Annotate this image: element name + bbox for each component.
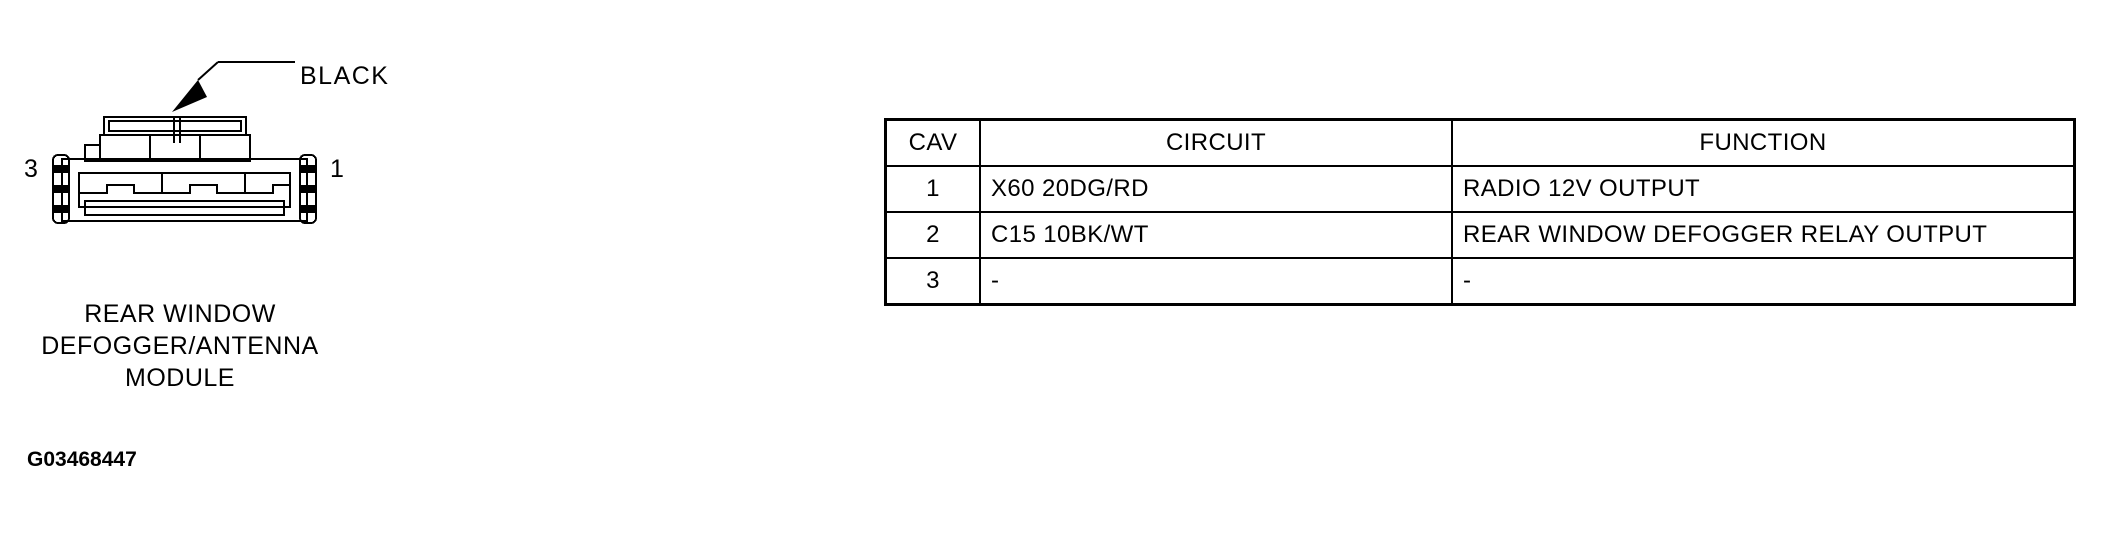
callout-label-black: BLACK: [300, 62, 390, 90]
callout-leader-line: [172, 61, 295, 112]
cell-circuit: -: [979, 257, 1453, 306]
pin-number-right: 1: [330, 155, 344, 183]
connector-name-line-3: MODULE: [125, 364, 235, 392]
column-header-function: FUNCTION: [1451, 118, 2076, 167]
pinout-table-container: CAV CIRCUIT FUNCTION 1 X60 20DG/RD RADIO…: [884, 118, 2076, 306]
connector-figure: BLACK: [0, 0, 470, 548]
connector-body-drawing: [52, 116, 317, 224]
cell-cav: 2: [884, 211, 981, 259]
cell-circuit: C15 10BK/WT: [979, 211, 1453, 259]
table-row: 3 - -: [884, 257, 2076, 306]
column-header-cav: CAV: [884, 118, 981, 167]
cell-function: REAR WINDOW DEFOGGER RELAY OUTPUT: [1451, 211, 2076, 259]
cell-cav: 3: [884, 257, 981, 306]
connector-name-line-1: REAR WINDOW: [84, 300, 276, 328]
table-row: 2 C15 10BK/WT REAR WINDOW DEFOGGER RELAY…: [884, 211, 2076, 259]
cell-circuit: X60 20DG/RD: [979, 165, 1453, 213]
column-header-circuit: CIRCUIT: [979, 118, 1453, 167]
table-row: 1 X60 20DG/RD RADIO 12V OUTPUT: [884, 165, 2076, 213]
cell-function: RADIO 12V OUTPUT: [1451, 165, 2076, 213]
table-header-row: CAV CIRCUIT FUNCTION: [884, 118, 2076, 167]
connector-name-line-2: DEFOGGER/ANTENNA: [41, 332, 319, 360]
pinout-table-head: CAV CIRCUIT FUNCTION: [884, 118, 2076, 167]
cell-function: -: [1451, 257, 2076, 306]
cell-cav: 1: [884, 165, 981, 213]
pinout-table: CAV CIRCUIT FUNCTION 1 X60 20DG/RD RADIO…: [884, 118, 2076, 306]
figure-id-label: G03468447: [27, 448, 137, 471]
connector-name-label: REAR WINDOW DEFOGGER/ANTENNA MODULE: [0, 298, 360, 394]
pin-number-left: 3: [24, 155, 38, 183]
pinout-table-body: 1 X60 20DG/RD RADIO 12V OUTPUT 2 C15 10B…: [884, 165, 2076, 306]
